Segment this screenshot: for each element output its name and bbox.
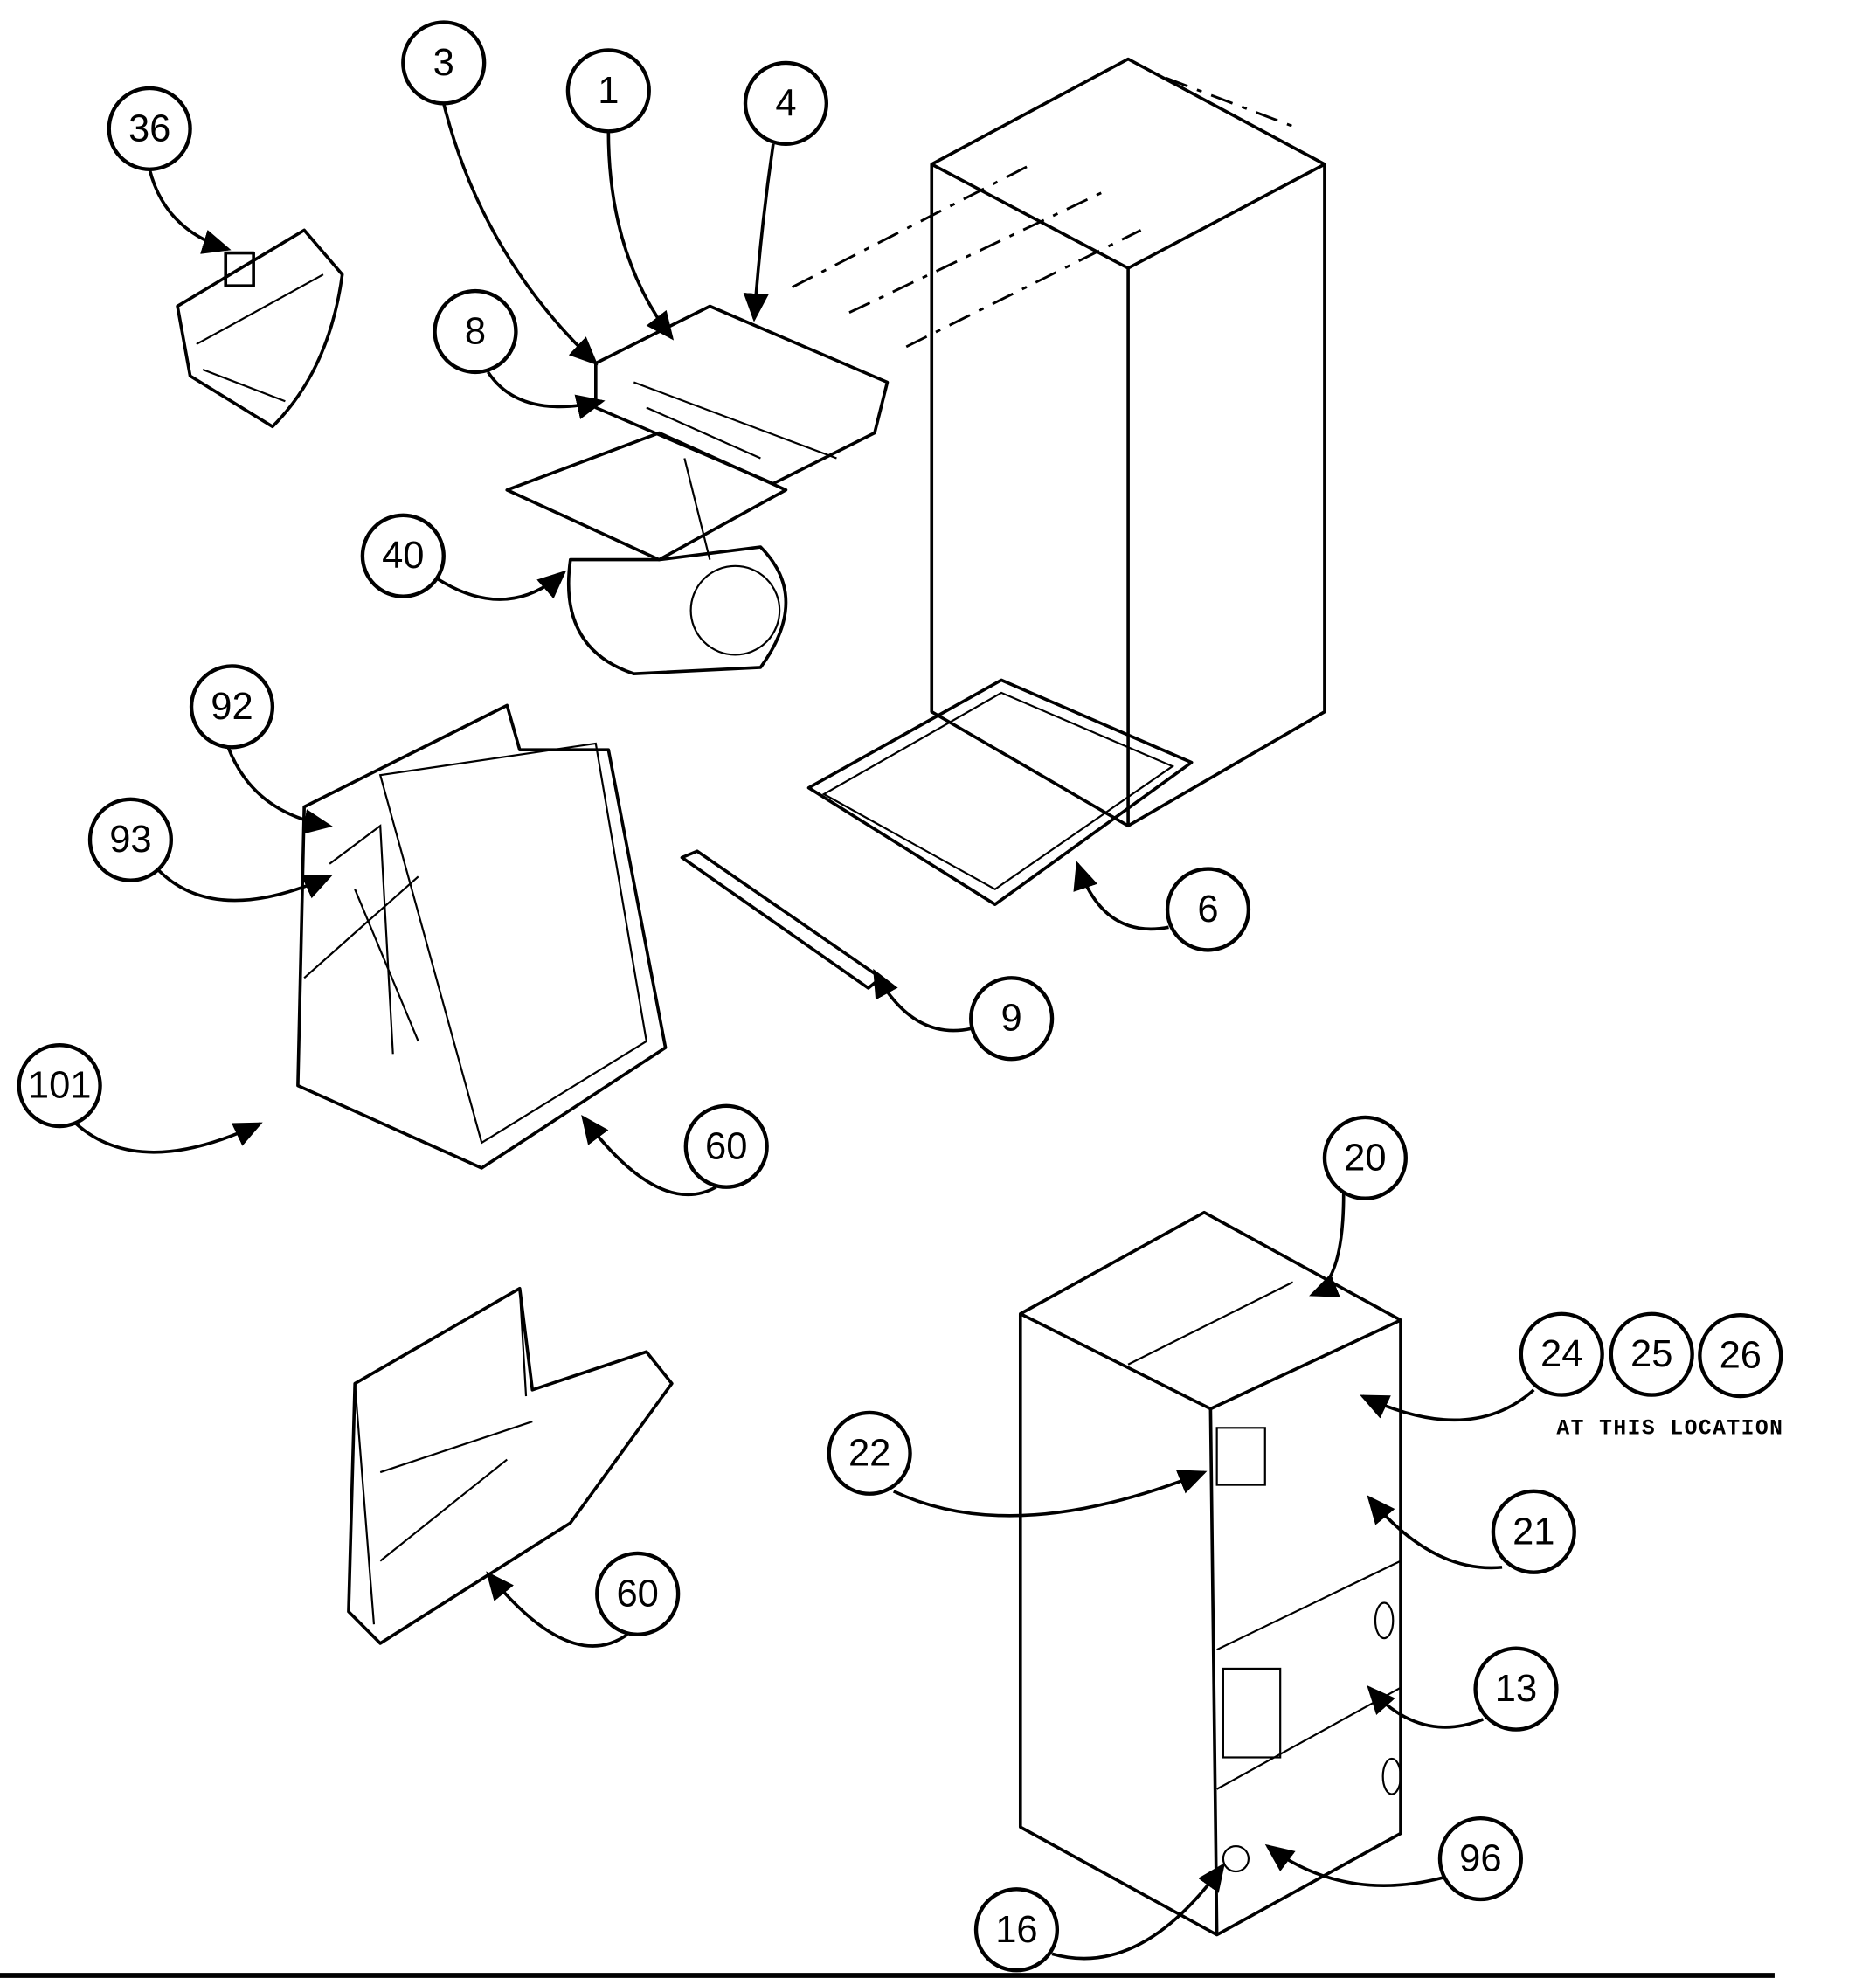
callout-label: 92	[211, 686, 253, 728]
callout-circle	[360, 513, 446, 598]
callout-label: 21	[1513, 1511, 1554, 1553]
callout-40: 40	[360, 513, 446, 598]
callout-label: 60	[616, 1573, 658, 1615]
callout-20: 20	[1322, 1115, 1408, 1200]
callout-circle	[189, 664, 275, 750]
callout-circle	[1609, 1311, 1694, 1397]
callout-9: 9	[969, 976, 1055, 1062]
callout-circle	[107, 86, 192, 171]
callout-25: 25	[1609, 1311, 1694, 1397]
callout-label: 101	[28, 1065, 92, 1107]
callout-circle	[1165, 867, 1251, 952]
callout-92: 92	[189, 664, 275, 750]
callout-label: 25	[1630, 1333, 1672, 1375]
callout-circle	[1473, 1646, 1559, 1732]
callout-3: 3	[401, 20, 487, 106]
blower-assembly	[505, 304, 890, 675]
callout-24: 24	[1519, 1311, 1604, 1397]
callout-6: 6	[1165, 867, 1251, 952]
callout-4: 4	[743, 60, 829, 146]
callout-circle	[17, 1043, 102, 1129]
callout-label: 22	[848, 1432, 890, 1474]
callout-label: 60	[705, 1125, 747, 1167]
callout-circle	[87, 797, 174, 882]
bracket-part-36	[176, 228, 344, 429]
callout-93: 93	[87, 797, 174, 882]
callout-label: 1	[598, 70, 619, 112]
callout-circle	[743, 60, 829, 146]
callout-circle	[1519, 1311, 1604, 1397]
callout-label: 6	[1197, 889, 1218, 930]
callout-circle	[595, 1551, 681, 1636]
slab-coil	[347, 1286, 674, 1645]
callout-circle	[433, 288, 518, 375]
callout-label: 36	[128, 107, 170, 149]
callout-label: 9	[1001, 998, 1022, 1040]
cabinet-assembled	[1018, 1210, 1402, 1937]
callout-circle	[565, 48, 651, 134]
callout-22: 22	[827, 1410, 912, 1496]
callout-circle	[973, 1887, 1060, 1973]
cabinet-upper	[680, 57, 1326, 990]
callout-label: 13	[1495, 1668, 1537, 1710]
callout-circle	[1437, 1816, 1523, 1902]
callout-label: 40	[382, 535, 424, 577]
callout-label: 4	[775, 82, 796, 124]
callout-circle	[401, 20, 487, 106]
callout-label: 26	[1720, 1335, 1762, 1377]
callout-circle	[683, 1103, 769, 1189]
callout-96: 96	[1437, 1816, 1523, 1902]
callout-label: 3	[433, 42, 454, 84]
callout-label: 93	[109, 819, 151, 861]
callout-60: 60	[683, 1103, 769, 1189]
callout-36: 36	[107, 86, 192, 171]
callout-circle	[827, 1410, 912, 1496]
callout-101: 101	[17, 1043, 102, 1129]
callout-8: 8	[433, 288, 518, 375]
callout-16: 16	[973, 1887, 1060, 1973]
callout-label: 16	[995, 1909, 1037, 1951]
callout-label: 8	[465, 310, 486, 352]
callout-circle	[1491, 1489, 1576, 1574]
callout-label: 20	[1344, 1137, 1386, 1179]
callout-bubbles: 36 3 1 4 8 40 92 93 101 60 6 9 60 20 24 25 26 22 21 13 96 16	[17, 20, 1783, 1973]
location-note: AT THIS LOCATION	[1556, 1417, 1783, 1442]
callout-label: 96	[1459, 1838, 1501, 1880]
leader-lines	[74, 102, 1535, 1961]
callout-label: 24	[1540, 1333, 1582, 1375]
callout-circle	[1698, 1313, 1783, 1399]
callout-26: 26	[1698, 1313, 1783, 1399]
callout-circle	[1322, 1115, 1408, 1200]
evaporator-coil	[296, 703, 668, 1170]
callout-21: 21	[1491, 1489, 1576, 1574]
callout-13: 13	[1473, 1646, 1559, 1732]
callout-60: 60	[595, 1551, 681, 1636]
callout-circle	[969, 976, 1055, 1062]
callout-1: 1	[565, 48, 651, 134]
